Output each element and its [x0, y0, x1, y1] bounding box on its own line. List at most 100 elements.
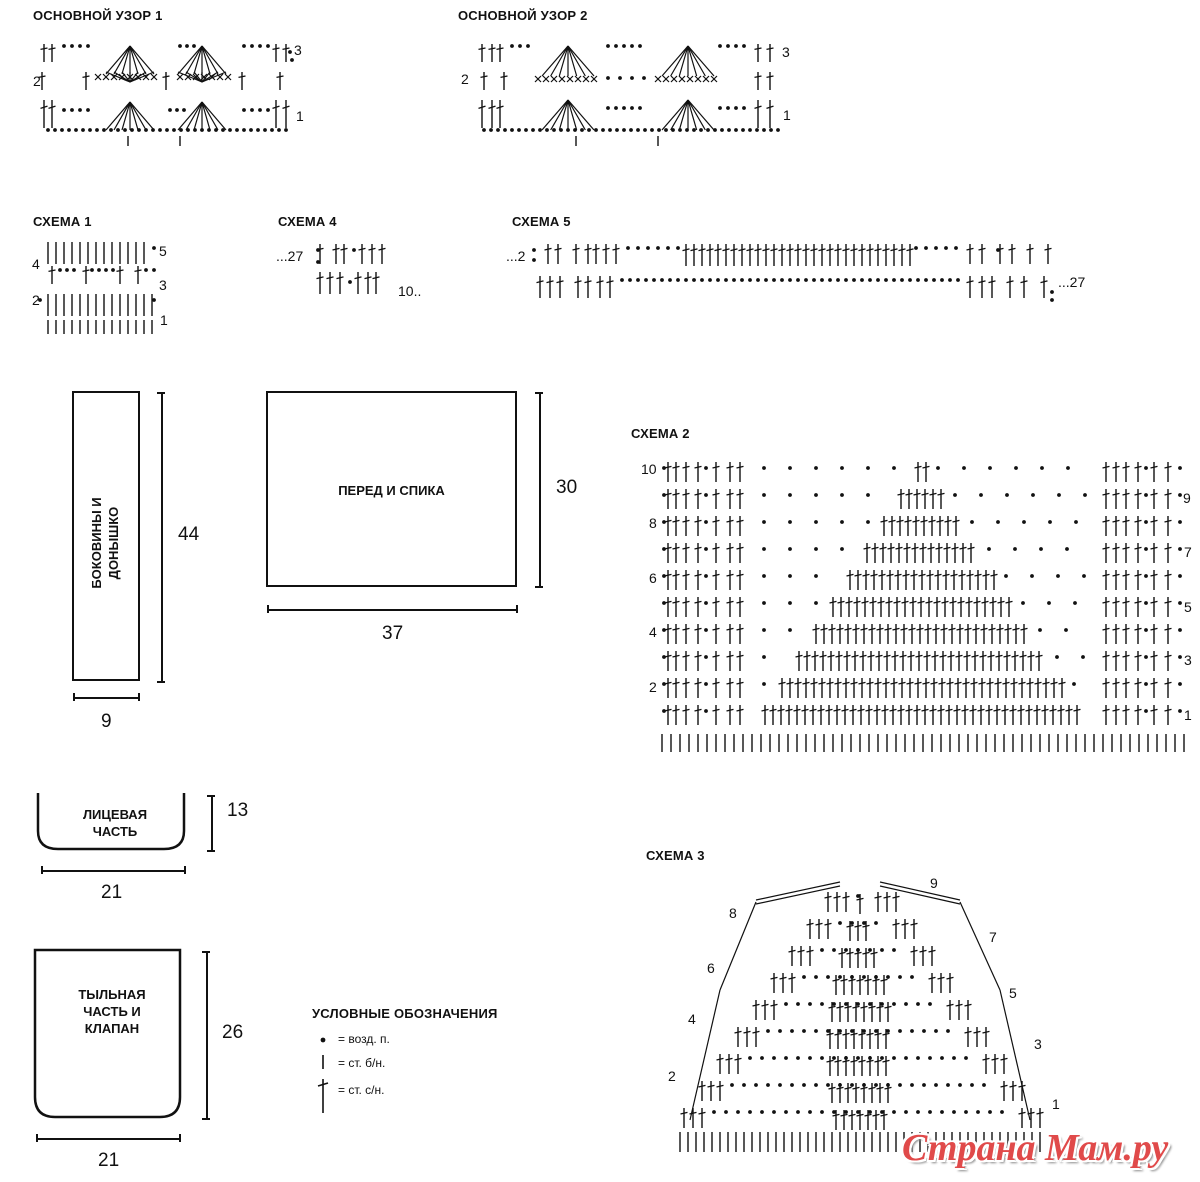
dc-stitch-bar — [272, 105, 280, 110]
dc-stitch-bar — [738, 248, 746, 252]
dc-stitch-bar — [840, 1113, 848, 1117]
dc-stitch-bar — [1164, 465, 1172, 469]
dc-stitch-bar — [846, 573, 854, 577]
dc-stitch-bar — [326, 276, 334, 280]
chain-stitch — [760, 1110, 764, 1114]
face-label: ЛИЦЕВАЯ ЧАСТЬ — [50, 806, 180, 840]
dc-stitch-bar — [842, 1059, 850, 1063]
chain-stitch — [668, 278, 672, 282]
chain-stitch — [175, 108, 179, 112]
dc-stitch-bar — [826, 248, 834, 252]
chain-stitch — [908, 278, 912, 282]
chain-stitch — [517, 128, 521, 132]
chain-stitch — [630, 106, 634, 110]
dc-stitch-bar — [770, 1003, 778, 1007]
dc-stitch-bar — [762, 248, 770, 252]
chain-stitch — [656, 246, 660, 250]
chain-stitch — [152, 268, 156, 272]
chain-stitch — [962, 466, 966, 470]
dc-stitch-bar — [974, 573, 982, 577]
chain-stitch — [826, 1029, 830, 1033]
dc-stitch-bar — [712, 681, 720, 685]
chain-stitch — [956, 278, 960, 282]
dc-stitch-bar — [833, 708, 841, 712]
chain-stitch — [622, 128, 626, 132]
dc-stitch-bar — [895, 546, 903, 550]
dc-stitch-bar — [945, 708, 953, 712]
chain-stitch — [266, 108, 270, 112]
chain-stitch — [580, 128, 584, 132]
dc-stitch-bar — [1019, 654, 1027, 658]
chain-stitch — [868, 948, 872, 952]
chain-stitch — [838, 1029, 842, 1033]
edge-line — [689, 989, 721, 1121]
dc-stitch-bar — [1122, 546, 1130, 550]
chain-stitch — [741, 128, 745, 132]
dc-stitch-bar — [778, 248, 786, 252]
front-back-piece — [266, 391, 517, 587]
dc-stitch-bar — [873, 708, 881, 712]
chain-stitch — [1072, 682, 1076, 686]
chain-stitch — [734, 128, 738, 132]
chain-stitch — [1074, 520, 1078, 524]
dc-stitch-bar — [1122, 627, 1130, 631]
dc-stitch-bar — [864, 978, 872, 982]
dc-stitch-bar — [1026, 681, 1034, 685]
chain-stitch — [614, 106, 618, 110]
x-stitch — [558, 75, 566, 83]
dc-stitch-bar — [846, 924, 854, 928]
chain-stitch — [1178, 466, 1182, 470]
dc-stitch-bar — [612, 247, 620, 251]
chain-stitch — [630, 44, 634, 48]
chain-stitch — [924, 246, 928, 250]
dc-stitch-bar — [978, 280, 986, 284]
dc-stitch-bar — [874, 1059, 882, 1063]
dc-stitch-bar — [944, 519, 952, 523]
chain-stitch — [832, 1002, 836, 1006]
scheme1-row-4: 4 — [32, 256, 40, 272]
chain-stitch — [988, 466, 992, 470]
front-width-dim: 37 — [382, 623, 404, 644]
dc-stitch-bar — [785, 708, 793, 712]
chain-stitch — [808, 1110, 812, 1114]
rear-piece — [33, 948, 182, 1119]
chain-stitch — [1039, 547, 1043, 551]
dc-stitch-bar — [238, 75, 246, 79]
chain-stitch — [952, 1110, 956, 1114]
chain-stitch — [662, 520, 666, 524]
chain-stitch — [790, 1029, 794, 1033]
chain-stitch — [772, 1110, 776, 1114]
chain-stitch — [594, 128, 598, 132]
dc-stitch-bar — [1018, 681, 1026, 685]
dc-stitch-bar — [712, 519, 720, 523]
dc-stitch-bar — [574, 280, 582, 284]
x-stitch — [150, 73, 158, 81]
dc-stitch-bar — [1122, 600, 1130, 604]
dc-stitch-bar — [879, 546, 887, 550]
dc-stitch-bar — [786, 681, 794, 685]
chain-stitch — [700, 278, 704, 282]
dc-stitch-bar — [736, 600, 744, 604]
chain-stitch — [86, 44, 90, 48]
chain-stitch — [788, 466, 792, 470]
dc-stitch-bar — [905, 492, 913, 496]
dc-stitch-bar — [890, 248, 898, 252]
dc-stitch-bar — [863, 546, 871, 550]
dc-stitch-bar — [987, 654, 995, 658]
dc-stitch-bar — [989, 600, 997, 604]
dc-stitch-bar — [922, 465, 930, 469]
dc-stitch-bar — [909, 600, 917, 604]
dc-stitch-bar — [726, 600, 734, 604]
chain-stitch — [116, 128, 120, 132]
chain-stitch — [510, 44, 514, 48]
dc-stitch-bar — [496, 105, 504, 110]
dc-stitch-bar — [712, 708, 720, 712]
dc-stitch-bar — [802, 681, 810, 685]
side-width-dim: 9 — [101, 711, 112, 732]
chain-stitch — [892, 466, 896, 470]
x-stitch — [534, 75, 542, 83]
dc-stitch-bar — [845, 600, 853, 604]
chain-stitch — [748, 128, 752, 132]
dc-stitch-bar — [694, 681, 702, 685]
fan-stitch — [201, 101, 227, 131]
